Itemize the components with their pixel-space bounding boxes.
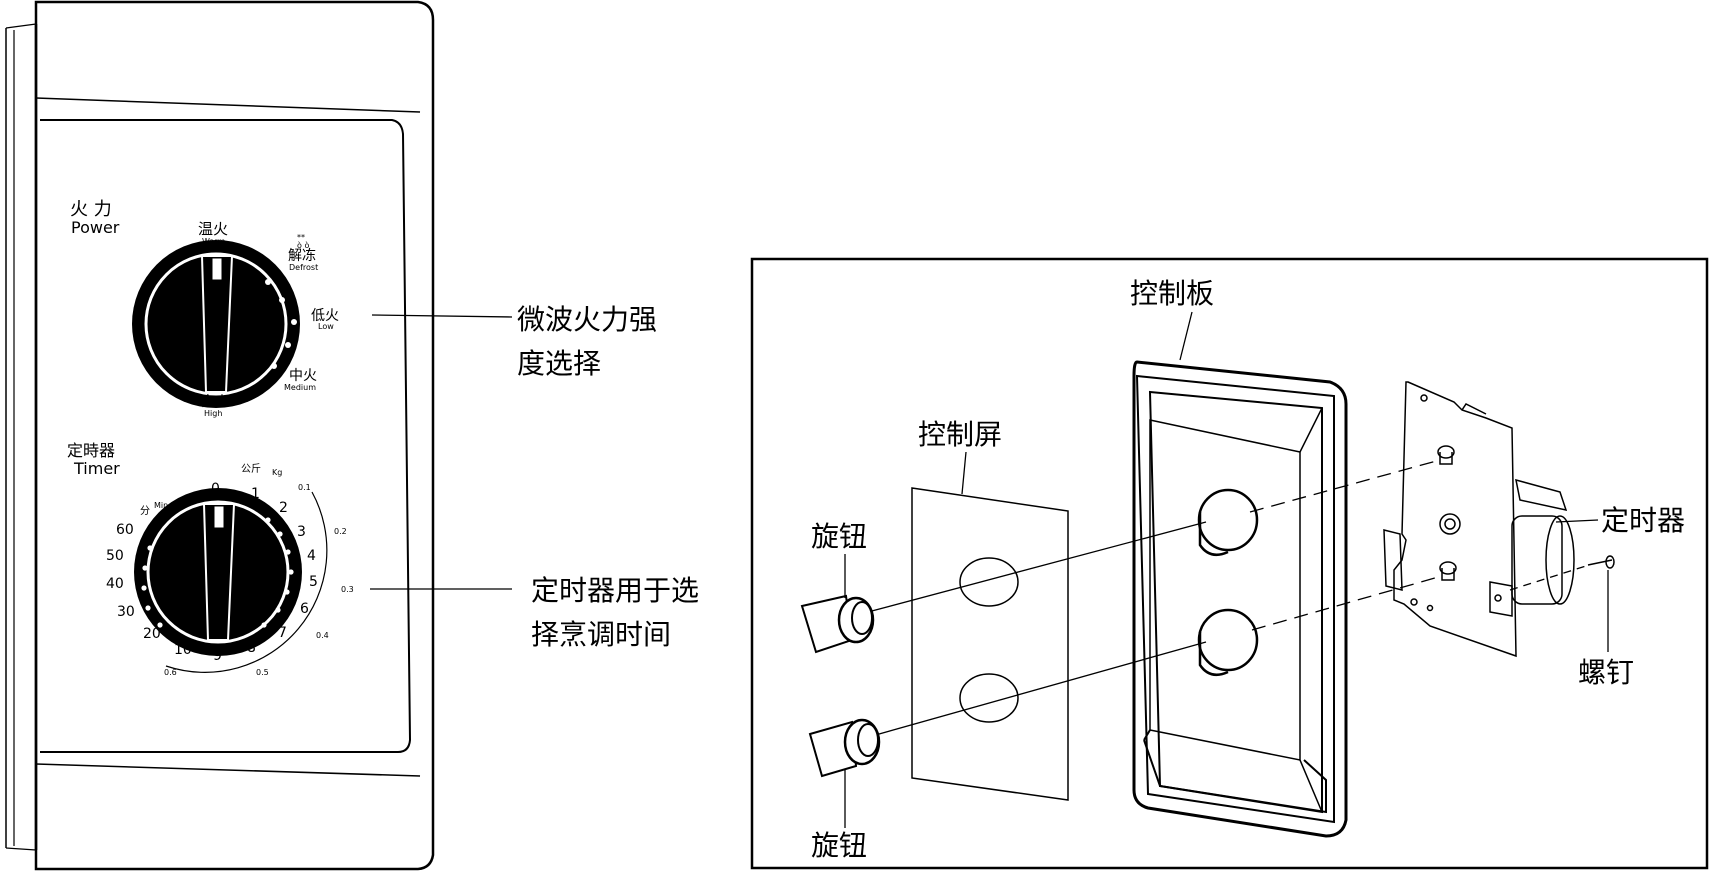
housing-edge-strip (5, 847, 37, 851)
control-board-knob-hole (1197, 608, 1259, 672)
power-defrost-en: Defrost (289, 263, 318, 272)
timer-knob-handle[interactable] (202, 503, 236, 641)
weight-number: 0.5 (256, 668, 269, 677)
timer-label-en: Timer (73, 459, 120, 478)
power-defrost-cn: 解冻 (288, 247, 316, 264)
power-label-en: Power (71, 218, 120, 237)
power-warm-en: Warm (202, 237, 225, 246)
control-board-label: 控制板 (1130, 277, 1214, 310)
power-high-cn: 高火 (201, 393, 229, 410)
power-low-cn: 低火 (311, 308, 339, 324)
weight-label-en: Kg (272, 468, 282, 477)
power-callout-leader (371, 314, 513, 318)
timer-shaft (1437, 445, 1455, 459)
timer-number: 10 (174, 642, 192, 658)
timer-number: 20 (143, 626, 161, 642)
timer-leader (1555, 519, 1599, 523)
power-description-line2: 度选择 (517, 347, 601, 380)
timer-number: 7 (278, 625, 287, 641)
timer-motor-housing (1511, 515, 1563, 605)
control-screen-label: 控制屏 (918, 418, 1002, 451)
minute-label-en: Min (154, 501, 168, 510)
screw-label: 螺钉 (1578, 656, 1634, 689)
timer-description-line2: 择烹调时间 (531, 618, 671, 651)
control-screen-leader (961, 451, 967, 495)
timer-knob-ticks (141, 517, 294, 628)
timer-motor-cap (1545, 515, 1575, 605)
timer-number: 1 (251, 486, 260, 502)
timer-weight-arc (165, 491, 328, 673)
power-knob-pointer (211, 257, 223, 281)
timer-shaft (1439, 561, 1457, 575)
knob-bottom-label: 旋钮 (811, 829, 867, 862)
control-screen-hole (959, 557, 1019, 607)
panel-housing (34, 0, 435, 871)
timer-number: 60 (116, 522, 134, 538)
power-low-en: Low (318, 322, 334, 331)
timer-number: 0 (211, 481, 220, 497)
control-board-leader (1179, 311, 1193, 361)
weight-number: 0.4 (316, 631, 329, 640)
timer-number: 3 (297, 524, 306, 540)
weight-number: 0.6 (164, 668, 177, 677)
timer-number: 4 (307, 548, 316, 564)
timer-label-cn: 定時器 (67, 441, 115, 460)
panel-face-bottom-ridge (35, 763, 421, 777)
timer-mechanism-part (1383, 381, 1575, 658)
exploded-view-frame (750, 257, 1709, 870)
power-warm-cn: 温火 (198, 220, 228, 238)
power-label-cn: 火 力 (70, 199, 112, 220)
knob-bottom-part (808, 718, 881, 778)
timer-description-line1: 定时器用于选 (531, 574, 699, 607)
timer-label: 定时器 (1601, 504, 1685, 537)
timer-number: 9 (213, 648, 222, 664)
panel-top-ridge (35, 97, 421, 113)
defrost-symbol: ** (297, 233, 305, 242)
timer-number: 30 (117, 604, 135, 620)
timer-number: 2 (279, 500, 288, 516)
panel-face (40, 119, 412, 753)
control-screen-hole (959, 673, 1019, 723)
timer-number: 8 (247, 640, 256, 656)
control-screen-part (911, 487, 1069, 801)
power-knob-ticks (265, 279, 297, 369)
power-high-en: High (204, 409, 222, 418)
control-board-part (1132, 360, 1348, 838)
timer-number: 5 (309, 574, 318, 590)
knob-top-label: 旋钮 (811, 520, 867, 553)
alignment-axes (867, 459, 1587, 737)
timer-minute-scale: 0 1 2 3 4 5 6 7 8 9 10 20 30 40 50 60 (106, 481, 318, 664)
screw-part (1587, 555, 1615, 569)
housing-edge-strip (5, 23, 37, 29)
weight-number: 0.1 (298, 483, 311, 492)
power-knob-assembly (132, 240, 300, 408)
timer-number: 6 (300, 601, 309, 617)
timer-weight-scale: 0.1 0.2 0.3 0.4 0.5 0.6 (164, 483, 354, 677)
microwave-control-panel (5, 0, 435, 871)
weight-label-cn: 公斤 (241, 463, 261, 475)
defrost-droplets-icon: ò ò (297, 240, 309, 250)
power-knob-handle[interactable] (200, 255, 234, 393)
timer-number: 40 (106, 576, 124, 592)
weight-number: 0.2 (334, 527, 347, 536)
minute-label-cn: 分 (140, 505, 150, 517)
power-medium-en: Medium (284, 383, 316, 392)
knob-top-part (800, 594, 875, 654)
weight-number: 0.3 (341, 585, 354, 594)
timer-number: 50 (106, 548, 124, 564)
timer-knob-assembly (134, 488, 302, 656)
control-board-knob-hole (1197, 488, 1259, 552)
power-medium-cn: 中火 (289, 368, 317, 384)
power-description-line1: 微波火力强 (517, 303, 657, 336)
timer-knob-pointer (213, 505, 225, 529)
